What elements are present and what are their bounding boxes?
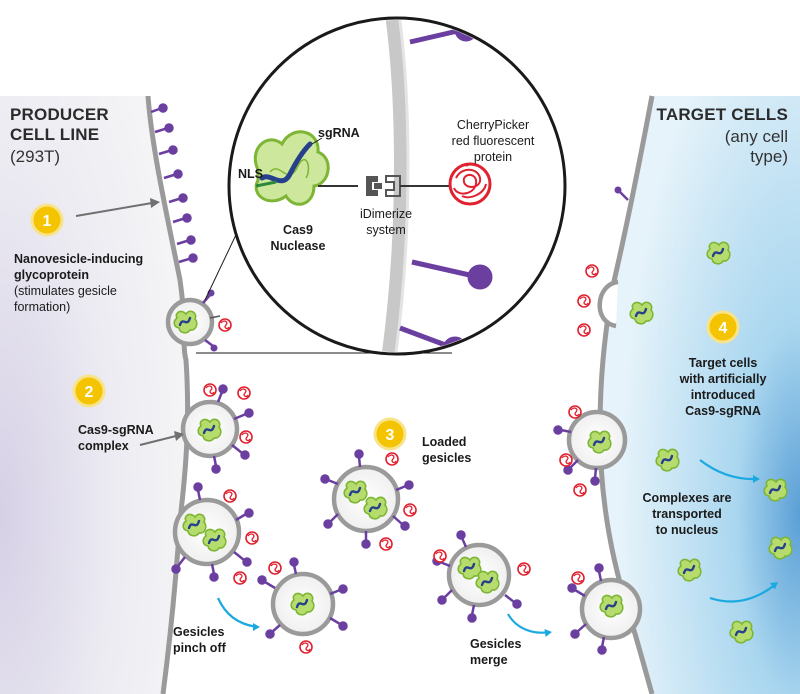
- merging-vesicle: [567, 563, 643, 655]
- pinch-caption-line1: Gesicles: [173, 625, 225, 639]
- step1-note-line1: (stimulates gesicle: [14, 284, 117, 298]
- pointer-arrow-1: [75, 198, 160, 217]
- step1-title-line1: Nanovesicle-inducing: [14, 252, 144, 266]
- svg-text:3: 3: [386, 427, 395, 444]
- step4-label-line4: Cas9-sgRNA: [685, 404, 761, 418]
- idimerize-label-line1: iDimerize: [359, 207, 413, 221]
- target-pocket: [577, 186, 655, 337]
- free-vesicle-1: [257, 557, 348, 654]
- producer-title-line1: PRODUCER: [10, 105, 109, 124]
- zoom-inset: [227, 16, 567, 356]
- step2-label-line1: Cas9-sgRNA: [78, 423, 154, 437]
- target-subtitle-line2: type): [750, 147, 788, 166]
- transport-caption-line2: transported: [652, 507, 722, 521]
- producer-glycoproteins: [150, 103, 198, 264]
- cas9-label-line2: Nuclease: [270, 239, 326, 253]
- svg-text:4: 4: [719, 320, 728, 337]
- pointer-arrow-2: [139, 431, 184, 446]
- merge-caption-line1: Gesicles: [470, 637, 522, 651]
- step4-label-line3: introduced: [690, 388, 756, 402]
- cherrypicker-label: CherryPicker red fluorescent protein: [428, 117, 558, 165]
- step-badge-4: 4: [706, 310, 740, 344]
- fusing-vesicle: [553, 405, 628, 497]
- step1-title-line2: glycoprotein: [14, 268, 90, 282]
- cherrypicker-label-line3: protein: [473, 150, 513, 164]
- merge-caption-line2: merge: [470, 653, 508, 667]
- step-badge-3: 3: [373, 417, 407, 451]
- loaded-gesicle-1: [320, 449, 417, 551]
- producer-title-line2: CELL LINE: [10, 125, 100, 144]
- producer-membrane: [145, 95, 191, 694]
- step3-label: Loaded gesicles: [422, 434, 471, 466]
- producer-subtitle: (293T): [10, 147, 61, 166]
- cherrypicker-protein: [448, 162, 492, 206]
- idimerize-label: iDimerize system: [336, 206, 436, 238]
- step3-label-line1: Loaded: [422, 435, 467, 449]
- step3-label-line2: gesicles: [422, 451, 472, 465]
- pinching-vesicle: [171, 482, 259, 585]
- target-subtitle-line1: (any cell: [724, 127, 788, 146]
- budding-vesicle-1: [165, 289, 232, 352]
- cherrypicker-label-line1: CherryPicker: [456, 118, 530, 132]
- transport-caption: Complexes are transported to nucleus: [632, 490, 742, 538]
- svg-text:1: 1: [43, 213, 52, 230]
- target-subtitle: (any cell type): [725, 127, 788, 167]
- target-title: TARGET CELLS: [656, 105, 788, 124]
- pinch-caption: Gesicles pinch off: [173, 624, 226, 656]
- cherrypicker-label-line2: red fluorescent: [451, 134, 535, 148]
- idimerize-icon: [366, 175, 401, 197]
- budding-vesicle-2: [180, 383, 254, 474]
- transport-caption-line1: Complexes are: [642, 491, 732, 505]
- svg-text:2: 2: [85, 384, 94, 401]
- producer-title: PRODUCER CELL LINE: [10, 105, 109, 145]
- merge-caption: Gesicles merge: [470, 636, 521, 668]
- nls-label: NLS: [238, 167, 263, 181]
- step2-label-line2: complex: [78, 439, 129, 453]
- step4-label: Target cells with artificially introduce…: [658, 355, 788, 419]
- step1-label: Nanovesicle-inducing glycoprotein (stimu…: [14, 251, 143, 315]
- loaded-gesicle-2: [432, 530, 531, 623]
- transport-caption-line3: to nucleus: [655, 523, 719, 537]
- cas9-label: Cas9 Nuclease: [258, 222, 338, 254]
- pinch-caption-line2: pinch off: [173, 641, 226, 655]
- step-badge-2: 2: [72, 374, 106, 408]
- step-badge-1: 1: [30, 203, 64, 237]
- cas9-large: [253, 130, 330, 206]
- cas9-label-line1: Cas9: [283, 223, 313, 237]
- step2-label: Cas9-sgRNA complex: [78, 422, 154, 454]
- idimerize-label-line2: system: [366, 223, 406, 237]
- sgrna-label: sgRNA: [318, 126, 360, 140]
- target-cell: [600, 96, 800, 694]
- step1-note-line2: formation): [14, 300, 71, 314]
- step4-label-line2: with artificially: [679, 372, 767, 386]
- step4-label-line1: Target cells: [688, 356, 758, 370]
